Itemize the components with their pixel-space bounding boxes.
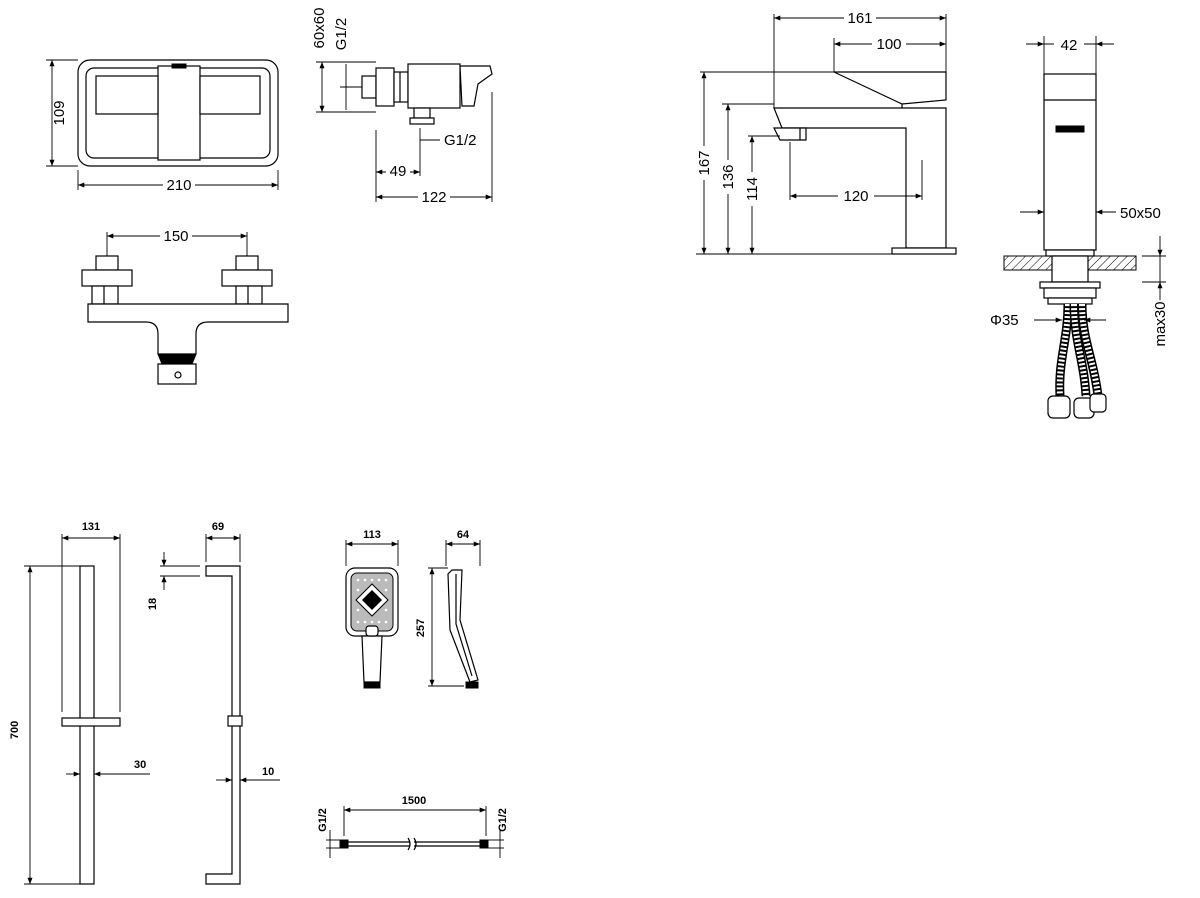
dim-mixer-thread-bottom: G1/2 (444, 132, 477, 149)
dim-head-width: 113 (363, 529, 381, 541)
dim-hose-length: 1500 (402, 795, 426, 807)
dim-rail-bar: 10 (262, 766, 274, 778)
dim-mixer-depth-inner: 49 (390, 163, 407, 180)
dim-mixer-height: 109 (51, 100, 68, 125)
dim-mixer-thread-top: G1/2 (333, 18, 350, 51)
shower-mixer-top-view: 150 (81, 226, 289, 385)
shower-mixer-front-view: 109 210 (46, 59, 279, 194)
dim-basin-lever: 100 (876, 36, 901, 53)
dim-rail-length: 700 (9, 721, 21, 739)
dim-basin-reach: 120 (843, 188, 868, 205)
dim-hose-thread-right: G1/2 (497, 808, 509, 832)
dim-basin-hole: Φ35 (990, 312, 1019, 329)
shower-rail-side-view: 69 18 10 (147, 521, 280, 885)
hand-shower-side-view: 64 257 (415, 529, 481, 689)
dim-head-depth: 64 (457, 529, 470, 541)
dim-mixer-centers: 150 (163, 228, 188, 245)
shower-hose: 1500 G1/2 G1/2 (317, 795, 509, 858)
dim-rail-width: 131 (82, 521, 100, 533)
dim-hose-thread-left: G1/2 (317, 808, 329, 832)
dim-basin-spout-height: 114 (744, 177, 761, 201)
dim-mixer-depth: 122 (421, 189, 446, 206)
dim-basin-length: 161 (847, 10, 872, 27)
dim-basin-handle-height: 136 (720, 164, 737, 189)
dim-basin-width: 42 (1061, 37, 1078, 54)
shower-mixer-side-view: 60x60 G1/2 G1/2 49 122 (311, 8, 493, 206)
dim-basin-max-counter: max30 (1152, 301, 1169, 346)
dim-basin-base: 50x50 (1120, 205, 1161, 222)
hand-shower-front-view: 113 (345, 529, 399, 689)
dim-mixer-width: 210 (166, 177, 191, 194)
dim-rail-depth: 69 (212, 521, 224, 533)
basin-mixer-side-view: 161 100 167 136 114 120 (694, 8, 957, 255)
dim-head-length: 257 (415, 619, 427, 637)
basin-mixer-front-view: 42 50x50 Φ35 max30 (990, 34, 1169, 419)
dim-mixer-connection: 60x60 (311, 8, 328, 49)
dim-rail-slider: 30 (134, 759, 146, 771)
dim-basin-height: 167 (696, 150, 713, 175)
shower-rail-front-view: 131 700 30 (9, 521, 150, 885)
dim-rail-offset: 18 (147, 598, 159, 610)
